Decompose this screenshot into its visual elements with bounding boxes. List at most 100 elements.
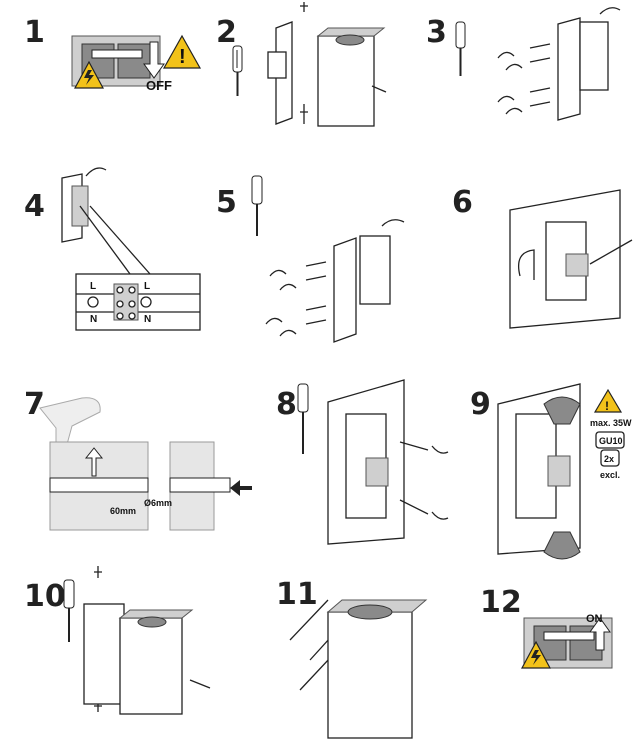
socket-label: GU10	[599, 436, 623, 446]
screw-icon	[300, 104, 308, 124]
count-label: 2x	[604, 454, 614, 464]
cable	[381, 219, 405, 227]
screwdriver-icon	[455, 21, 466, 76]
off-label: OFF	[146, 78, 172, 93]
step-3-panel: 3	[426, 7, 621, 121]
callout-line	[79, 205, 131, 275]
step-number: 7	[24, 387, 45, 422]
junction-box	[359, 235, 391, 305]
connector-screw	[128, 286, 136, 294]
lightning-icon	[531, 650, 541, 665]
step-4-panel: 4 L N L N	[24, 167, 201, 331]
connector-screw	[128, 312, 136, 320]
lamp-body	[327, 611, 413, 739]
screws-group	[265, 261, 327, 337]
step-number: 1	[24, 15, 45, 50]
hole-diameter: Ø6mm	[144, 498, 172, 508]
step-number: 3	[426, 15, 447, 50]
step-number: 8	[276, 387, 297, 422]
step-number: 6	[452, 185, 473, 220]
lightning-icon	[84, 70, 94, 85]
connector-screw	[128, 300, 136, 308]
wire-label-n-right: N	[144, 314, 151, 325]
arrow-up-icon	[84, 447, 104, 477]
lamp-socket	[565, 253, 589, 277]
ground-icon	[87, 296, 99, 308]
step-number: 5	[216, 185, 237, 220]
wire-label-n-left: N	[90, 314, 97, 325]
on-label: ON	[586, 613, 603, 625]
switch-lever	[543, 631, 595, 641]
count-badge	[600, 449, 620, 467]
screwdriver-icon	[232, 45, 243, 96]
lamp-opening	[347, 604, 393, 620]
lamp-body	[317, 35, 375, 127]
warning-icon	[593, 388, 623, 413]
screwdriver-icon	[63, 579, 75, 642]
hanging-hook	[517, 249, 535, 280]
step-11-panel: 11	[276, 577, 428, 739]
excluded-note: excl.	[600, 470, 620, 480]
socket-badge	[595, 431, 625, 449]
wall-plug	[169, 477, 231, 493]
step-1-panel: 1 ! OFF	[24, 15, 202, 93]
arrow-left-icon	[230, 480, 252, 496]
step-7-panel: 7 Ø6mm 60mm	[24, 387, 252, 531]
step-number: 10	[24, 579, 66, 614]
junction-box	[579, 21, 609, 91]
wire-label-l-left: L	[90, 281, 96, 292]
step-number: 2	[216, 15, 237, 50]
wall-plugs	[431, 445, 449, 520]
step-9-panel: 9 ! max. 35W GU10 2x excl.	[470, 383, 632, 560]
switch-block	[117, 43, 151, 79]
warning-icon	[162, 34, 202, 69]
drill-icon	[39, 397, 101, 449]
gu10-bulb-icon	[543, 396, 581, 425]
screws-group	[497, 43, 551, 115]
screw-icon	[94, 566, 102, 578]
lamp-socket	[547, 455, 571, 487]
connector-screw	[116, 312, 124, 320]
cable	[589, 239, 633, 265]
step-number: 9	[470, 387, 491, 422]
screwdriver-icon	[251, 175, 263, 236]
switch-lever	[91, 49, 143, 59]
junction-box	[267, 51, 287, 79]
mounting-plate	[83, 603, 125, 705]
step-10-panel: 10	[24, 566, 211, 715]
mounting-plate	[557, 17, 581, 121]
cable	[85, 167, 107, 177]
arrow-down-icon	[143, 41, 165, 79]
arrow-up-icon	[589, 617, 611, 651]
wire-label-l-right: L	[144, 281, 150, 292]
hole-depth: 60mm	[110, 506, 136, 516]
screwdriver-icon	[297, 383, 309, 454]
step-6-panel: 6	[452, 185, 633, 329]
step-2-panel: 2	[216, 2, 387, 127]
step-8-panel: 8	[276, 379, 449, 545]
ground-icon	[140, 296, 152, 308]
mounting-plate	[333, 237, 357, 343]
step-number: 11	[276, 577, 318, 612]
pointer-arrow	[189, 679, 211, 689]
step-5-panel: 5	[216, 175, 405, 343]
lamp-body	[119, 617, 183, 715]
step-number: 12	[480, 585, 522, 620]
cable	[599, 7, 621, 15]
gu10-bulb-icon	[543, 531, 581, 560]
pointer-arrow	[371, 85, 387, 93]
lamp-opening	[335, 34, 365, 46]
drill-hole	[49, 477, 149, 493]
step-number: 4	[24, 189, 45, 224]
max-power-label: max. 35W	[590, 418, 632, 428]
lamp-opening	[137, 616, 167, 628]
lamp-socket	[365, 457, 389, 487]
screw-icon	[300, 2, 308, 12]
callout-line	[89, 205, 151, 275]
exclamation-glyph: !	[605, 399, 609, 413]
exclamation-glyph: !	[179, 46, 186, 68]
connector-screw	[116, 300, 124, 308]
screws-group	[399, 441, 429, 515]
step-12-panel: 12 ON	[480, 585, 613, 669]
